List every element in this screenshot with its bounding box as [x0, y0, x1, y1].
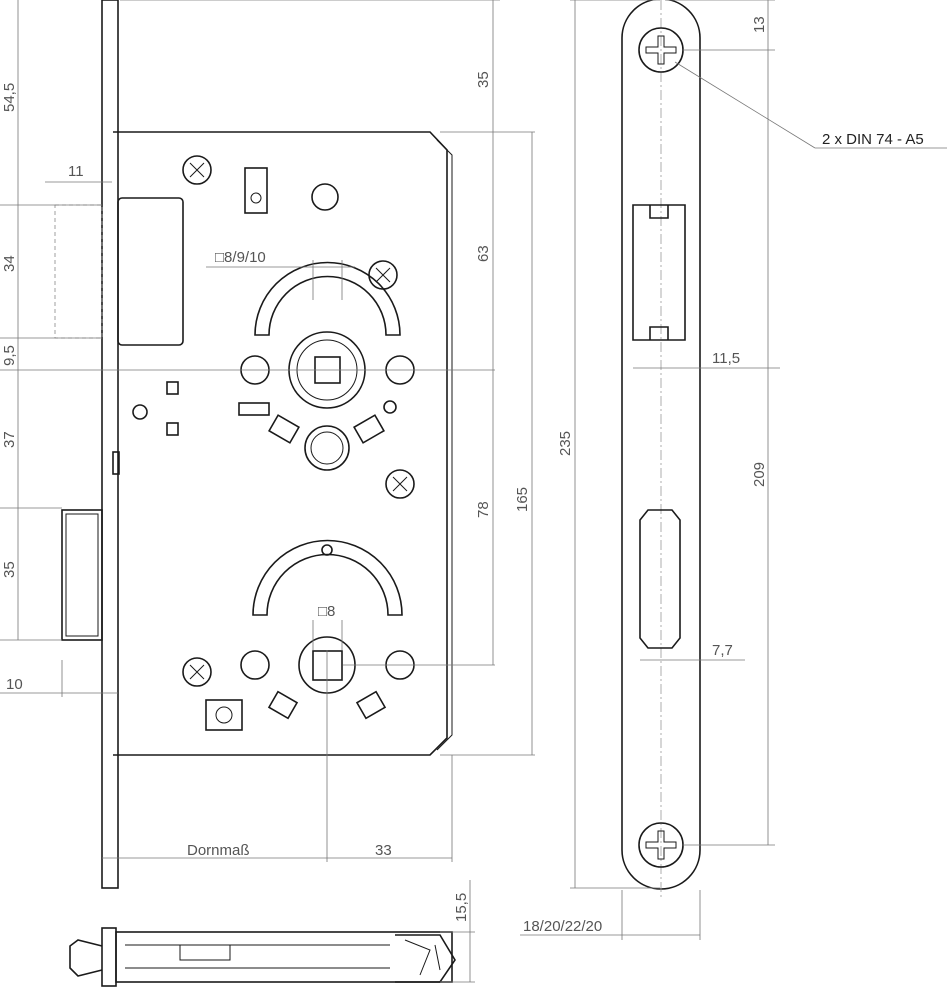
- dim-35-left: 35: [1, 561, 18, 578]
- lock-case: [113, 131, 448, 756]
- front-view: 54,5 11 34 9,5 37 35 10 35 63 78 165 □8/…: [0, 0, 535, 889]
- faceplate-side: [621, 0, 701, 890]
- dim-7-7: 7,7: [712, 642, 733, 659]
- dim-10: 10: [6, 676, 23, 693]
- faceplate-front: [101, 0, 119, 889]
- dim-34: 34: [1, 255, 18, 272]
- dead-bolt: [61, 509, 103, 641]
- latch-bolt: [117, 197, 184, 346]
- bottom-view: 15,5: [69, 880, 475, 987]
- backset-label: Dornmaß: [187, 842, 250, 859]
- dim-35-top: 35: [475, 71, 492, 88]
- follower-upper-label: □8/9/10: [215, 249, 266, 266]
- dim-54-5: 54,5: [1, 83, 18, 112]
- dim-9-5: 9,5: [1, 345, 18, 366]
- side-dimensions: [520, 0, 947, 940]
- screw-icon: [182, 155, 415, 687]
- bolt-slot: [639, 509, 681, 649]
- dim-33: 33: [375, 842, 392, 859]
- dim-209: 209: [751, 462, 768, 487]
- dim-63: 63: [475, 245, 492, 262]
- latch-slot: [632, 204, 686, 341]
- dim-13: 13: [751, 16, 768, 33]
- lower-follower: [205, 539, 415, 731]
- dim-11: 11: [68, 163, 84, 180]
- faceplate-width-label: 18/20/22/20: [523, 918, 602, 935]
- dim-165: 165: [514, 487, 531, 512]
- dim-78: 78: [475, 501, 492, 518]
- dim-235: 235: [557, 431, 574, 456]
- dim-37: 37: [1, 431, 18, 448]
- front-dimensions: [0, 0, 535, 862]
- screw-spec-label: 2 x DIN 74 - A5: [822, 131, 924, 148]
- side-view: 235 13 2 x DIN 74 - A5 11,5 209 7,7 18/2…: [520, 0, 947, 940]
- follower-lower-label: □8: [318, 603, 335, 620]
- dim-11-5: 11,5: [712, 350, 740, 367]
- upper-follower: [240, 261, 415, 471]
- dim-15-5: 15,5: [453, 893, 470, 922]
